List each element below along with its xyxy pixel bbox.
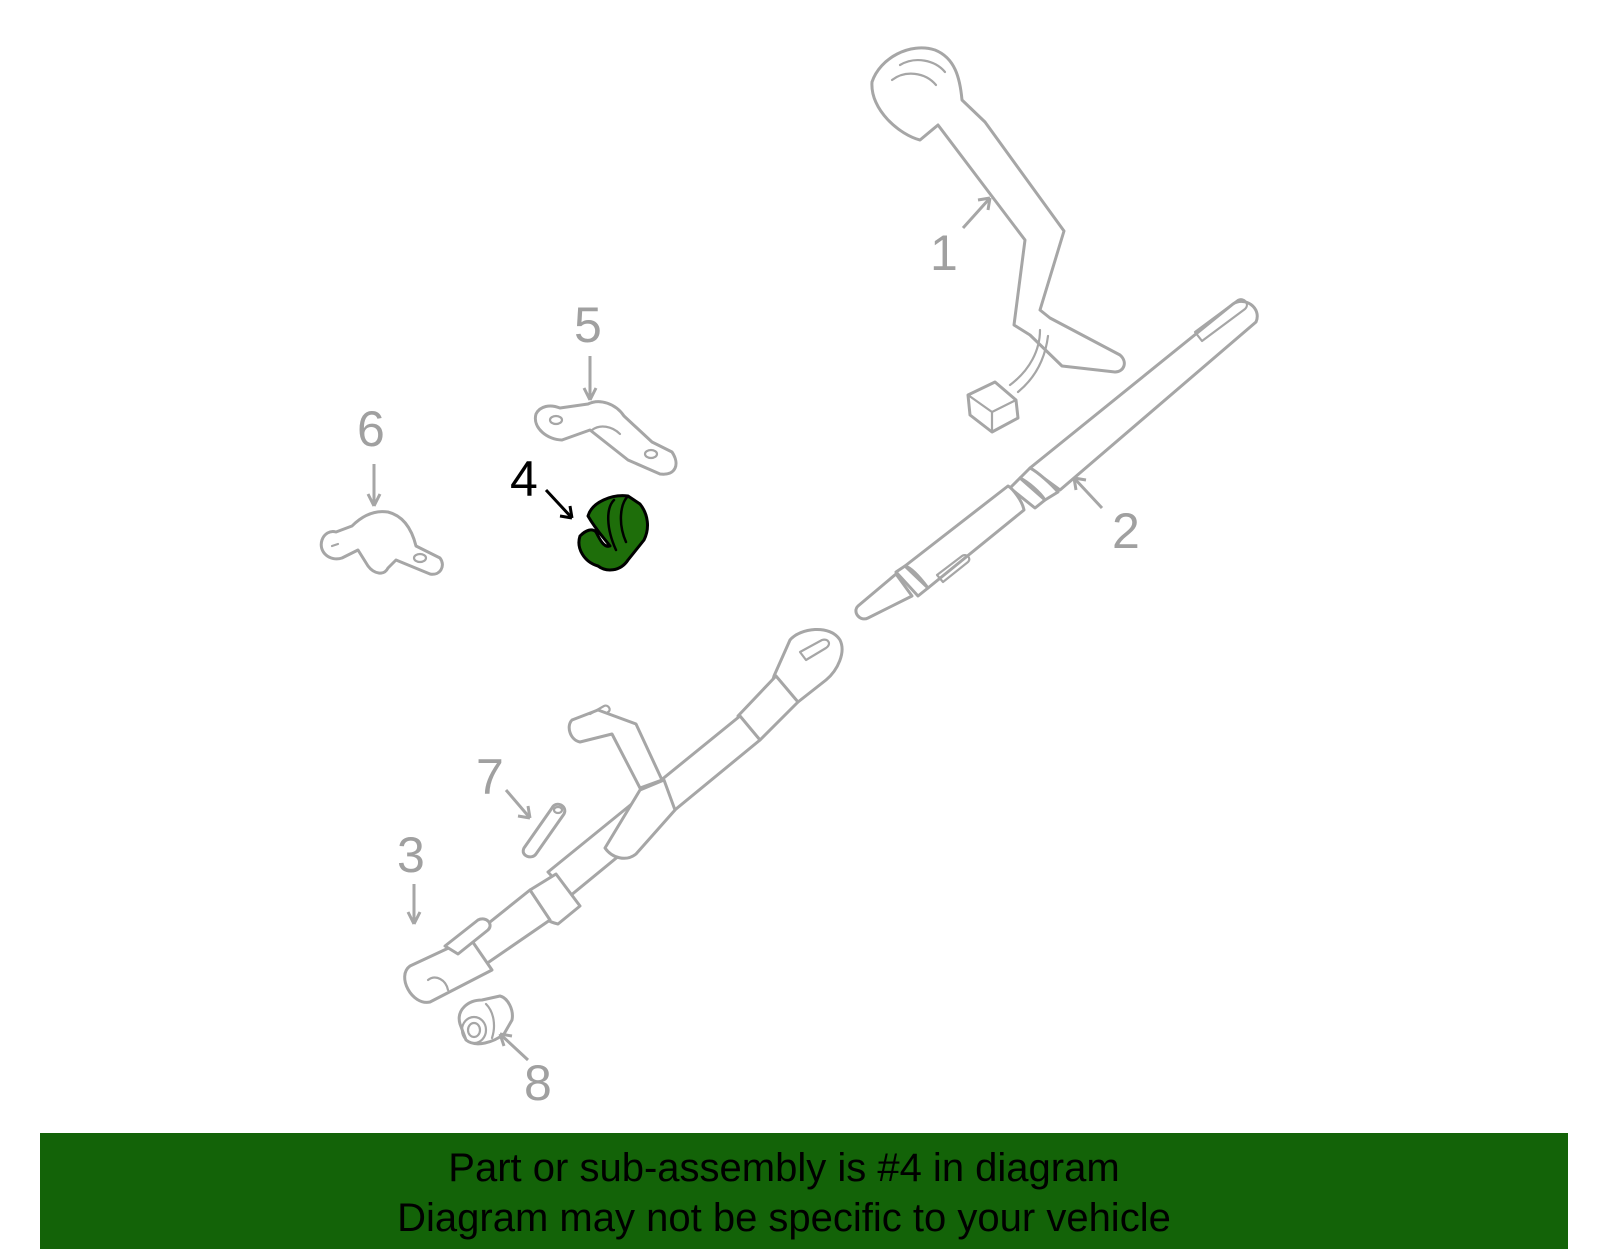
callout-4: 4 bbox=[510, 451, 538, 507]
callout-6: 6 bbox=[357, 401, 385, 457]
part-5-bracket bbox=[533, 400, 678, 476]
part-4-bushing-highlighted bbox=[577, 494, 649, 572]
part-7-pin bbox=[521, 802, 567, 859]
callout-2: 2 bbox=[1112, 503, 1140, 559]
callout-7: 7 bbox=[476, 749, 504, 805]
info-banner: Part or sub-assembly is #4 in diagram Di… bbox=[40, 1133, 1568, 1249]
callout-5: 5 bbox=[574, 297, 602, 353]
part-6-bracket bbox=[319, 510, 444, 576]
banner-line-1: Part or sub-assembly is #4 in diagram bbox=[448, 1146, 1120, 1190]
callout-arrows bbox=[366, 196, 1104, 1062]
banner-line-2: Diagram may not be specific to your vehi… bbox=[397, 1196, 1171, 1240]
part-1-shift-lever bbox=[870, 46, 1126, 434]
callout-8: 8 bbox=[524, 1055, 552, 1111]
part-8-grommet bbox=[457, 994, 514, 1046]
callout-3: 3 bbox=[397, 827, 425, 883]
part-3-lower-column bbox=[403, 627, 844, 1004]
callout-1: 1 bbox=[930, 225, 958, 281]
part-2-steering-shaft bbox=[854, 298, 1259, 621]
